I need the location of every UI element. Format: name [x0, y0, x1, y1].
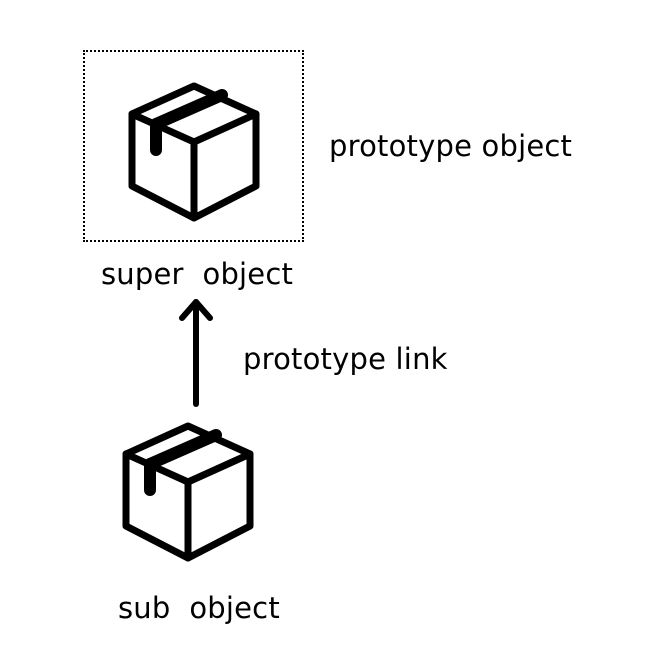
prototype-object-frame: [83, 50, 304, 242]
super-object-box-icon: [128, 82, 260, 222]
prototype-object-label: prototype object: [329, 129, 573, 163]
sub-object-label: sub object: [118, 591, 280, 625]
prototype-link-label: prototype link: [243, 342, 448, 376]
arrow-up-icon: [176, 296, 216, 408]
sub-object-box-icon: [122, 422, 254, 562]
super-object-label: super object: [101, 257, 294, 291]
